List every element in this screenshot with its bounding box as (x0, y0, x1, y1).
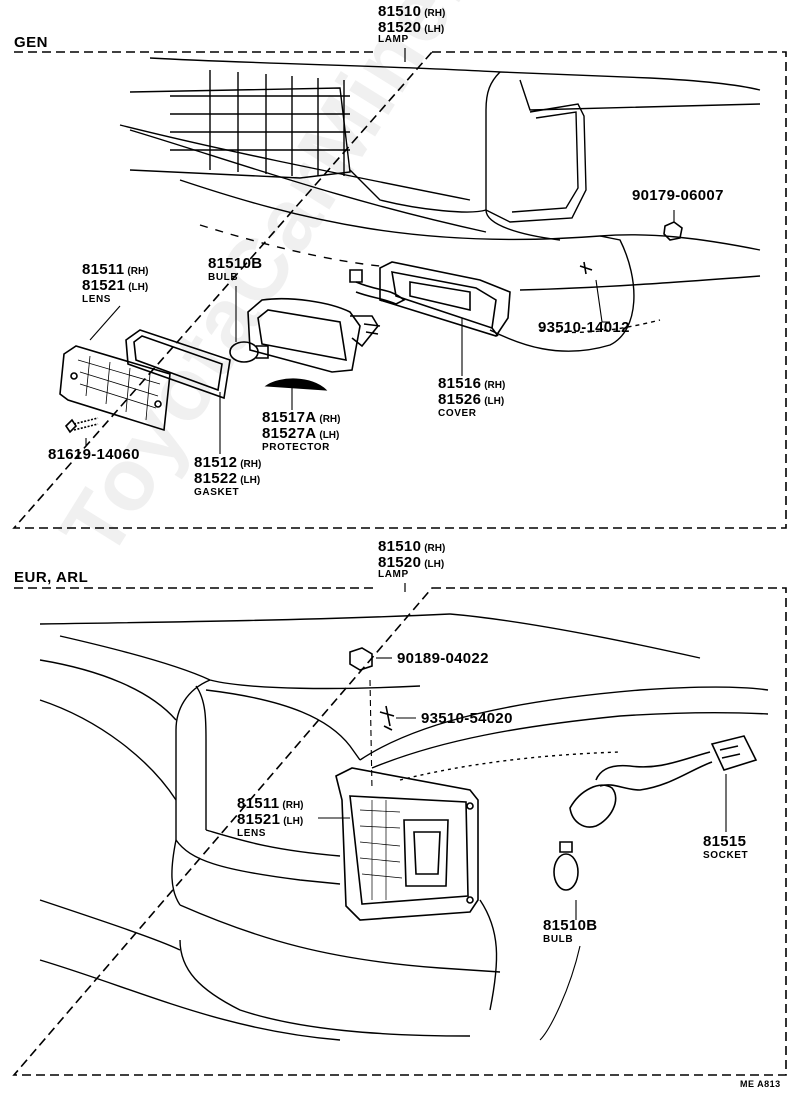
gen-gasket-rh-no: 81512 (194, 454, 238, 471)
gen-gasket-drawing (125, 329, 231, 400)
eur-lamp-lh-no: 81520 (378, 554, 422, 571)
gen-bulb-part-no: 81510B (208, 255, 263, 272)
gen-lens-lh-no: 81521 (82, 277, 126, 294)
gen-bolt-drawing (64, 417, 99, 434)
eur-lamp-lh-suffix: (LH) (424, 559, 445, 570)
eur-nut-drawing (349, 647, 373, 671)
eur-lens-rh-no: 81511 (237, 795, 280, 812)
eur-lens-name: LENS (237, 828, 267, 839)
gen-lamp-body (247, 297, 381, 373)
gen-lens-rh-no: 81511 (82, 261, 125, 278)
eur-clip-leader (369, 679, 373, 791)
gen-screw-part-no: 93510-14012 (538, 319, 630, 336)
gen-lamp-label: 81510(RH) 81520(LH) LAMP (378, 4, 445, 45)
eur-lens-lh-no: 81521 (237, 811, 281, 828)
gen-bolt-part-no: 81619-14060 (48, 446, 140, 463)
gen-bulb-name: BULB (208, 272, 239, 283)
eur-lens-label: 81511(RH) 81521(LH) LENS (237, 796, 304, 839)
gen-gasket-label: 81512(RH) 81522(LH) GASKET (194, 455, 261, 498)
eur-bulb-label: 81510B BULB (543, 918, 597, 945)
gen-lamp-lh-suffix: (LH) (424, 24, 445, 35)
eur-socket-part-no: 81515 (703, 833, 747, 850)
eur-lamp-name: LAMP (378, 569, 409, 580)
eur-socket-drawing (569, 735, 758, 828)
eur-nut-part-no: 90189-04022 (397, 650, 489, 667)
gen-lens-drawing (59, 345, 171, 432)
gen-section-title: GEN (14, 34, 49, 51)
eur-section-title: EUR, ARL (14, 569, 89, 586)
eur-socket-name: SOCKET (703, 850, 749, 861)
eur-car-body (39, 613, 769, 1041)
gen-gasket-lh-no: 81522 (194, 470, 238, 487)
gen-lens-name: LENS (82, 294, 112, 305)
footer-code: ME A813 (740, 1079, 781, 1089)
gen-protector-lh-no: 81527A (262, 425, 317, 442)
gen-protector-label: 81517A(RH) 81527A(LH) PROTECTOR (262, 410, 340, 453)
eur-socket-label: 81515 SOCKET (703, 834, 748, 861)
gen-gasket-name: GASKET (194, 487, 240, 498)
eur-lens-rh-suffix: (RH) (282, 800, 304, 811)
eur-screw-part-no: 93510-54020 (421, 710, 513, 727)
gen-lamp-rh-no: 81510 (378, 3, 422, 20)
gen-protector-rh-no: 81517A (262, 409, 317, 426)
eur-bulb-drawing (553, 841, 579, 891)
gen-bulb-drawing (229, 341, 269, 363)
eur-lamp-rh-suffix: (RH) (424, 543, 446, 554)
gen-cover-label: 81516(RH) 81526(LH) COVER (438, 376, 505, 419)
gen-lamp-lh-no: 81520 (378, 19, 422, 36)
gen-protector-name: PROTECTOR (262, 442, 330, 453)
gen-screw-drawing (579, 261, 593, 275)
eur-bulb-name: BULB (543, 934, 574, 945)
gen-gasket-rh-suffix: (RH) (240, 459, 262, 470)
gen-cover-rh-no: 81516 (438, 375, 482, 392)
eur-lens-lh-suffix: (LH) (283, 816, 304, 827)
eur-screw-drawing (379, 705, 395, 731)
gen-lens-lh-suffix: (LH) (128, 282, 149, 293)
gen-nut-part-no: 90179-06007 (632, 187, 724, 204)
gen-protector-lh-suffix: (LH) (319, 430, 340, 441)
eur-leaders (318, 657, 727, 1041)
eur-lamp-rh-no: 81510 (378, 538, 422, 555)
gen-protector-drawing (264, 378, 328, 391)
eur-lamp-label: 81510(RH) 81520(LH) LAMP (378, 539, 445, 580)
gen-lens-label: 81511(RH) 81521(LH) LENS (82, 262, 149, 305)
gen-cover-lh-suffix: (LH) (484, 396, 505, 407)
gen-cover-rh-suffix: (RH) (484, 380, 506, 391)
gen-lens-rh-suffix: (RH) (127, 266, 149, 277)
gen-cover-drawing (349, 261, 511, 337)
eur-frame (12, 587, 787, 1076)
gen-car-body (119, 57, 761, 352)
gen-protector-rh-suffix: (RH) (319, 414, 341, 425)
eur-lamp-drawing (335, 767, 479, 921)
gen-cover-name: COVER (438, 408, 477, 419)
gen-gasket-lh-suffix: (LH) (240, 475, 261, 486)
gen-cover-lh-no: 81526 (438, 391, 482, 408)
gen-lamp-name: LAMP (378, 34, 409, 45)
gen-bulb-label: 81510B BULB (208, 256, 262, 283)
gen-lamp-rh-suffix: (RH) (424, 8, 446, 19)
eur-bulb-part-no: 81510B (543, 917, 598, 934)
gen-leaders (85, 210, 675, 454)
